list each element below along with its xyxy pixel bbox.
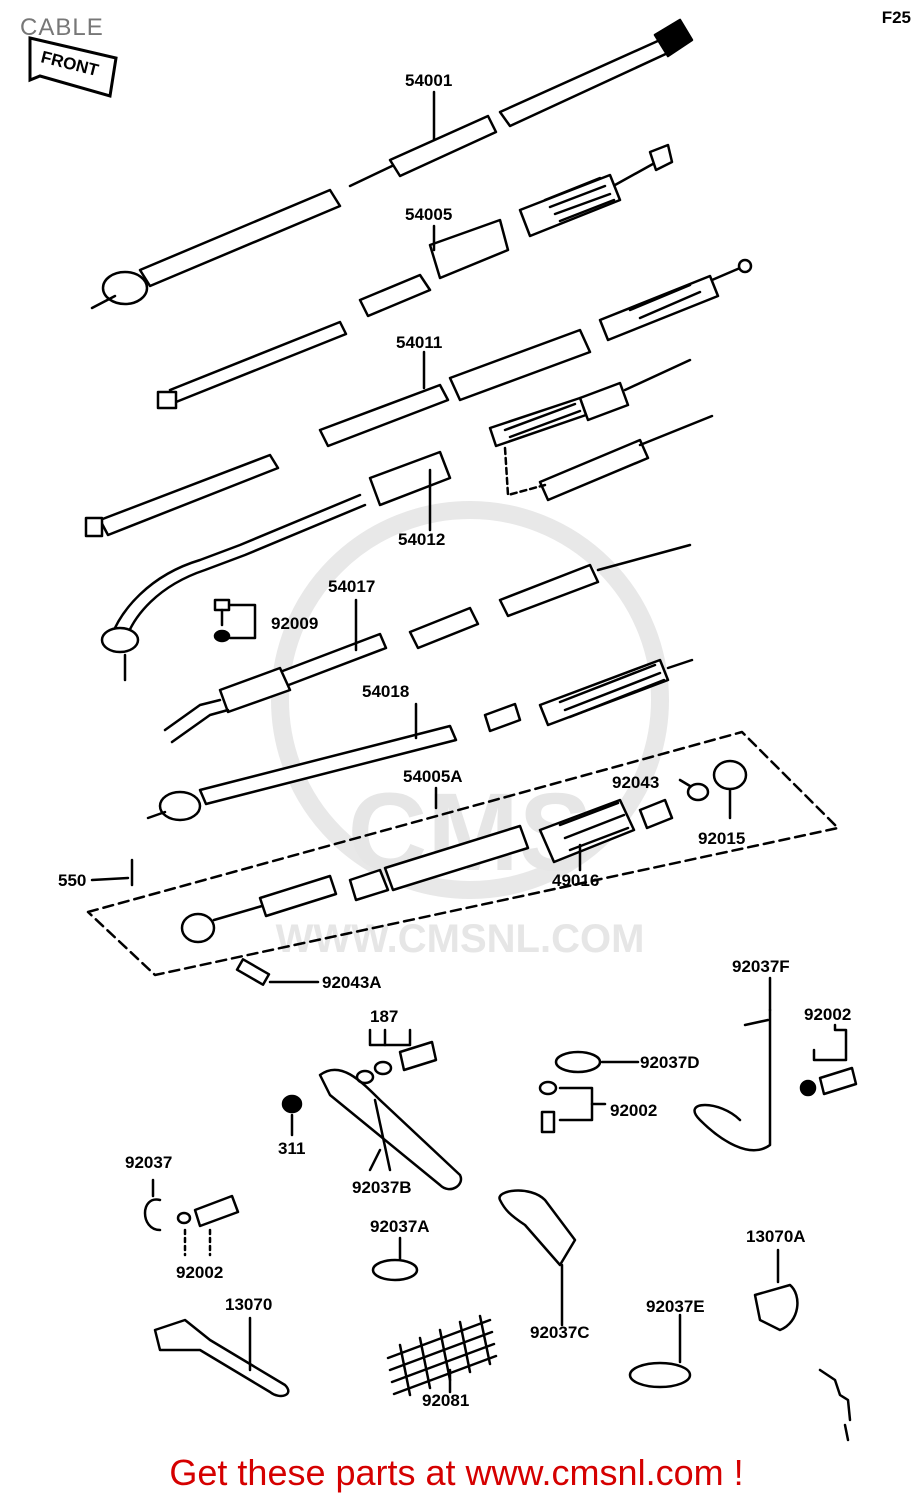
label-54001: 54001 [405,71,452,90]
label-13070a: 13070A [746,1227,806,1246]
label-92009: 92009 [271,614,318,633]
clip-92037e [628,1313,692,1389]
footer-shop-link[interactable]: Get these parts at www.cmsnl.com ! [169,1452,744,1493]
label-92037: 92037 [125,1153,172,1172]
label-49016: 49016 [552,871,599,890]
label-187: 187 [370,1007,398,1026]
bracket-13070a [753,1248,799,1332]
nut-311 [281,1094,303,1137]
watermark-url: WWW.CMSNL.COM [276,917,645,961]
cable-54005 [156,143,674,410]
clip-92037d [554,1050,640,1074]
label-54012: 54012 [398,530,445,549]
leader-lines [90,90,837,1172]
label-311: 311 [278,1139,305,1158]
bolt-187 [355,1028,438,1085]
label-92037c: 92037C [530,1323,590,1342]
label-92081: 92081 [422,1391,469,1410]
clip-92037 [143,1178,240,1257]
label-92002-right: 92002 [804,1005,851,1024]
cable-54001 [90,18,694,310]
label-92037a: 92037A [370,1217,430,1236]
label-92002-mid: 92002 [610,1101,657,1120]
label-92037f: 92037F [732,957,790,976]
bracket-92037c [498,1189,577,1327]
page-title: CABLE [20,14,104,41]
label-54018: 54018 [362,682,409,701]
label-54005: 54005 [405,205,452,224]
cable-54005a [86,730,840,977]
cable-54018 [146,658,694,822]
cable-54012 [100,358,714,682]
cable-54011 [84,258,753,538]
label-92043a: 92043A [322,973,382,992]
label-92015: 92015 [698,829,745,848]
bolt-92009 [213,598,257,643]
part-labels: 54001 54005 54011 54012 54017 92009 5401… [58,71,851,1410]
bracket-13070 [153,1316,290,1398]
bracket-92037b [318,1068,463,1191]
label-13070: 13070 [225,1295,272,1314]
label-92037b: 92037B [352,1178,412,1197]
label-92037e: 92037E [646,1297,705,1316]
page-code: F25 [881,8,911,27]
label-550: 550 [58,871,86,890]
label-92002-left: 92002 [176,1263,223,1282]
bolt-92002-right [799,1028,858,1097]
pin-92043a [235,958,320,986]
front-arrow: FRONT [28,36,118,98]
spring-92081 [386,1314,498,1397]
detail-mark [818,1368,852,1442]
cable-54017 [163,543,692,744]
fittings-92043-92015 [686,759,748,820]
label-54017: 54017 [328,577,375,596]
label-54011: 54011 [396,333,442,352]
label-92037d: 92037D [640,1053,700,1072]
bolt-92002-mid [538,1080,607,1134]
spring-92037f [693,976,772,1152]
label-92043: 92043 [612,773,659,792]
clip-92037a [371,1236,419,1282]
label-54005a: 54005A [403,767,463,786]
